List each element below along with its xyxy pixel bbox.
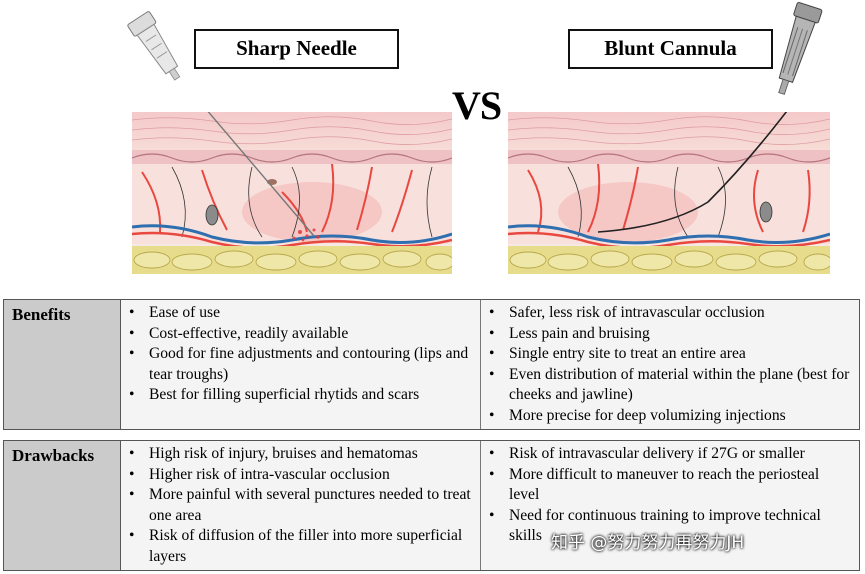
list-item: Safer, less risk of intravascular occlus… — [489, 303, 853, 324]
vs-label: VS — [452, 83, 502, 128]
sharp-needle-title: Sharp Needle — [194, 29, 399, 69]
list-item: Even distribution of material within the… — [489, 365, 853, 406]
benefits-header: Benefits — [4, 300, 121, 429]
watermark: 知乎 @努力努力再努力JH — [551, 533, 745, 553]
list-item: More difficult to maneuver to reach the … — [489, 465, 853, 506]
list-item: Cost-effective, readily available — [129, 324, 474, 345]
list-item: Need for continuous training to improve … — [489, 506, 853, 547]
list-item: Single entry site to treat an entire are… — [489, 344, 853, 365]
list-item: Best for filling superficial rhytids and… — [129, 385, 474, 406]
drawbacks-header: Drawbacks — [4, 441, 121, 570]
drawbacks-blunt-column: Risk of intravascular delivery if 27G or… — [481, 441, 859, 570]
list-item: Risk of diffusion of the filler into mor… — [129, 526, 474, 567]
list-item: More painful with several punctures need… — [129, 485, 474, 526]
cannula-syringe-icon — [778, 2, 823, 95]
drawbacks-table: Drawbacks High risk of injury, bruises a… — [3, 440, 860, 571]
skin-illustration-needle — [132, 112, 452, 274]
skin-illustration-cannula — [508, 112, 830, 274]
benefits-sharp-column: Ease of use Cost-effective, readily avai… — [121, 300, 481, 429]
list-item: Ease of use — [129, 303, 474, 324]
needle-syringe-icon — [127, 11, 181, 81]
list-item: Good for fine adjustments and contouring… — [129, 344, 474, 385]
syringe-overlay — [127, 2, 823, 95]
list-item: High risk of injury, bruises and hematom… — [129, 444, 474, 465]
blunt-cannula-title: Blunt Cannula — [568, 29, 773, 69]
benefits-table: Benefits Ease of use Cost-effective, rea… — [3, 299, 860, 430]
list-item: Higher risk of intra-vascular occlusion — [129, 465, 474, 486]
list-item: More precise for deep volumizing injecti… — [489, 406, 853, 427]
benefits-blunt-column: Safer, less risk of intravascular occlus… — [481, 300, 859, 429]
drawbacks-sharp-column: High risk of injury, bruises and hematom… — [121, 441, 481, 570]
list-item: Less pain and bruising — [489, 324, 853, 345]
list-item: Risk of intravascular delivery if 27G or… — [489, 444, 853, 465]
